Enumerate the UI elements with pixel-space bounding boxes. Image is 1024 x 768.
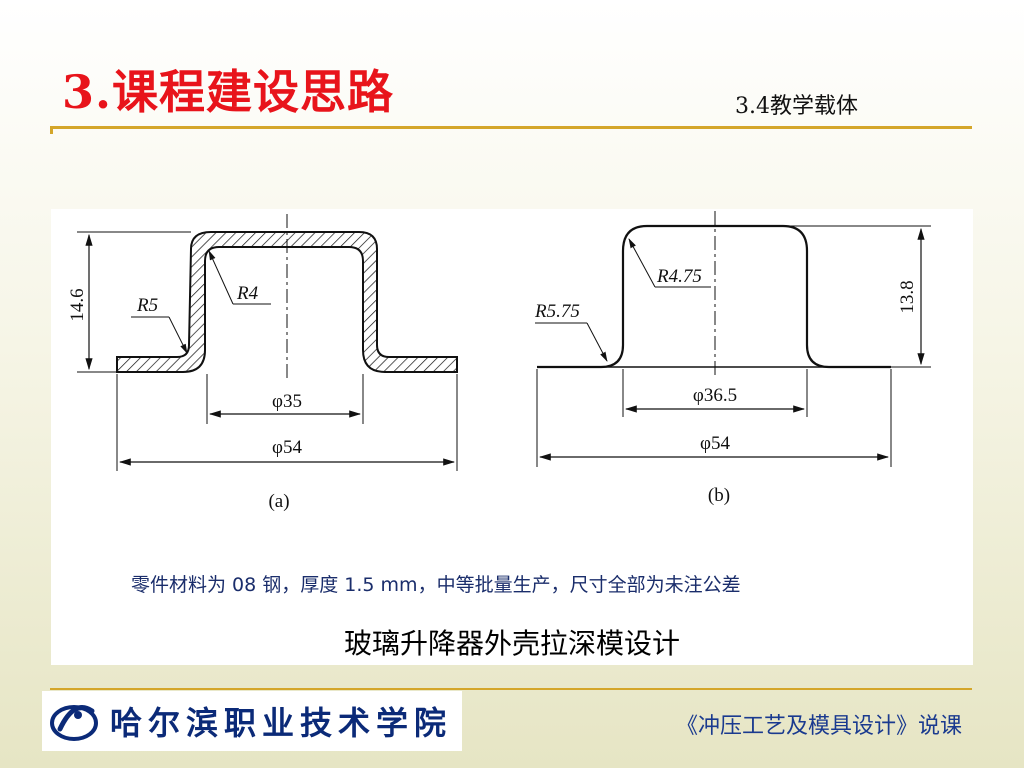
leader (628, 238, 656, 288)
outer-diameter-b: φ54 (700, 433, 730, 454)
material-note: 零件材料为 08 钢，厚度 1.5 mm，中等批量生产，尺寸全部为未注公差 (131, 574, 741, 596)
outer-radius-b: R5.75 (534, 301, 580, 322)
header-rule-tick (50, 126, 53, 134)
part-b-outline (537, 224, 891, 369)
header-rule (50, 126, 972, 129)
outer-diameter-a: φ54 (272, 437, 302, 458)
leader (168, 316, 188, 354)
school-logo: 哈尔滨职业技术学院 (42, 691, 462, 751)
inner-diameter-a: φ35 (272, 391, 302, 412)
school-name: 哈尔滨职业技术学院 (110, 704, 453, 742)
label-b: (b) (708, 485, 730, 506)
section-label: 3.4教学载体 (735, 94, 858, 119)
height-a: 14.6 (67, 288, 88, 321)
figure-caption: 玻璃升降器外壳拉深模设计 (343, 627, 680, 660)
leader (586, 322, 608, 362)
drawing-a: 14.6 R5 R4 φ35 φ54 (a) (67, 214, 458, 512)
drawing-b: 13.8 R4.75 R5.75 φ36.5 φ54 (b) (534, 211, 931, 506)
drawing-figure: 14.6 R5 R4 φ35 φ54 (a) (51, 209, 973, 665)
page-title: 3.课程建设思路 (62, 65, 395, 119)
height-b: 13.8 (897, 280, 918, 313)
label-a: (a) (268, 491, 289, 512)
outer-radius-a: R5 (136, 295, 158, 316)
inner-diameter-b: φ36.5 (693, 385, 737, 406)
inner-radius-a: R4 (236, 283, 259, 304)
part-a-wall (116, 231, 458, 373)
leader (208, 250, 234, 305)
inner-radius-b: R4.75 (656, 266, 702, 287)
school-emblem-icon (50, 705, 98, 741)
course-title: 《冲压工艺及模具设计》说课 (675, 714, 962, 739)
technical-drawing: 14.6 R5 R4 φ35 φ54 (a) (67, 211, 931, 596)
footer-rule (50, 688, 972, 690)
